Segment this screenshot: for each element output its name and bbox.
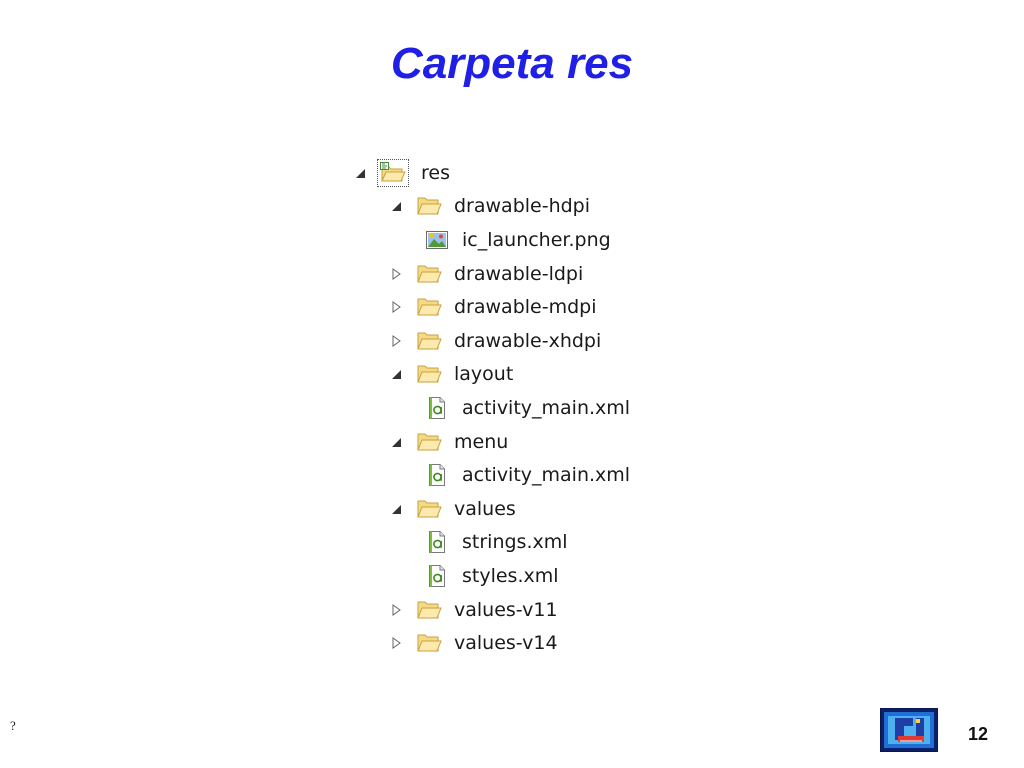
slide-title: Carpeta res — [390, 39, 634, 88]
tree-item-drawable-hdpi[interactable]: drawable-hdpi — [348, 190, 688, 224]
collapsed-arrow-icon[interactable] — [388, 299, 404, 315]
image-file-icon — [424, 228, 450, 252]
tree-item-menu[interactable]: menu — [348, 425, 688, 459]
project-tree: res drawable-hdpi ic_launcher.png — [348, 156, 688, 660]
folder-icon — [416, 631, 442, 655]
expanded-arrow-icon[interactable] — [388, 366, 404, 382]
footer-mark: ? — [10, 718, 16, 733]
folder-icon — [416, 598, 442, 622]
tree-item-drawable-mdpi[interactable]: drawable-mdpi — [348, 290, 688, 324]
folder-icon — [416, 329, 442, 353]
collapsed-arrow-icon[interactable] — [388, 635, 404, 651]
folder-icon — [416, 362, 442, 386]
tree-item-label: styles.xml — [462, 564, 559, 587]
tree-item-menu-activity-main-xml[interactable]: activity_main.xml — [348, 458, 688, 492]
folder-icon — [416, 295, 442, 319]
logo-icon — [880, 708, 938, 752]
tree-item-label: layout — [454, 363, 514, 386]
folder-icon — [416, 262, 442, 286]
tree-item-layout-activity-main-xml[interactable]: activity_main.xml — [348, 391, 688, 425]
res-folder-icon — [377, 158, 409, 187]
expanded-arrow-icon[interactable] — [352, 165, 368, 181]
tree-item-label: drawable-mdpi — [454, 296, 597, 319]
tree-item-layout[interactable]: layout — [348, 358, 688, 392]
tree-item-label: drawable-hdpi — [454, 195, 591, 218]
collapsed-arrow-icon[interactable] — [388, 266, 404, 282]
collapsed-arrow-icon[interactable] — [388, 602, 404, 618]
collapsed-arrow-icon[interactable] — [388, 333, 404, 349]
expanded-arrow-icon[interactable] — [388, 501, 404, 517]
folder-icon — [416, 430, 442, 454]
tree-item-label: drawable-ldpi — [454, 262, 584, 285]
tree-item-label: drawable-xhdpi — [454, 329, 602, 352]
tree-item-label: values — [454, 497, 516, 520]
tree-item-label: res — [421, 161, 450, 184]
tree-item-label: activity_main.xml — [462, 396, 631, 419]
tree-item-label: ic_launcher.png — [462, 228, 611, 251]
tree-item-drawable-ldpi[interactable]: drawable-ldpi — [348, 257, 688, 291]
tree-item-drawable-xhdpi[interactable]: drawable-xhdpi — [348, 324, 688, 358]
android-xml-icon — [424, 463, 450, 487]
tree-item-label: values-v14 — [454, 632, 558, 655]
tree-item-values[interactable]: values — [348, 492, 688, 526]
tree-item-label: strings.xml — [462, 531, 568, 554]
tree-item-values-v14[interactable]: values-v14 — [348, 626, 688, 660]
folder-icon — [416, 194, 442, 218]
android-xml-icon — [424, 530, 450, 554]
tree-item-label: activity_main.xml — [462, 464, 631, 487]
android-xml-icon — [424, 396, 450, 420]
tree-item-strings-xml[interactable]: strings.xml — [348, 526, 688, 560]
tree-item-ic-launcher-png[interactable]: ic_launcher.png — [348, 223, 688, 257]
expanded-arrow-icon[interactable] — [388, 434, 404, 450]
tree-item-styles-xml[interactable]: styles.xml — [348, 559, 688, 593]
page-number: 12 — [967, 724, 988, 744]
tree-item-res[interactable]: res — [348, 156, 688, 190]
expanded-arrow-icon[interactable] — [388, 198, 404, 214]
android-xml-icon — [424, 564, 450, 588]
tree-item-values-v11[interactable]: values-v11 — [348, 593, 688, 627]
folder-icon — [416, 497, 442, 521]
tree-item-label: values-v11 — [454, 598, 558, 621]
tree-item-label: menu — [454, 430, 509, 453]
